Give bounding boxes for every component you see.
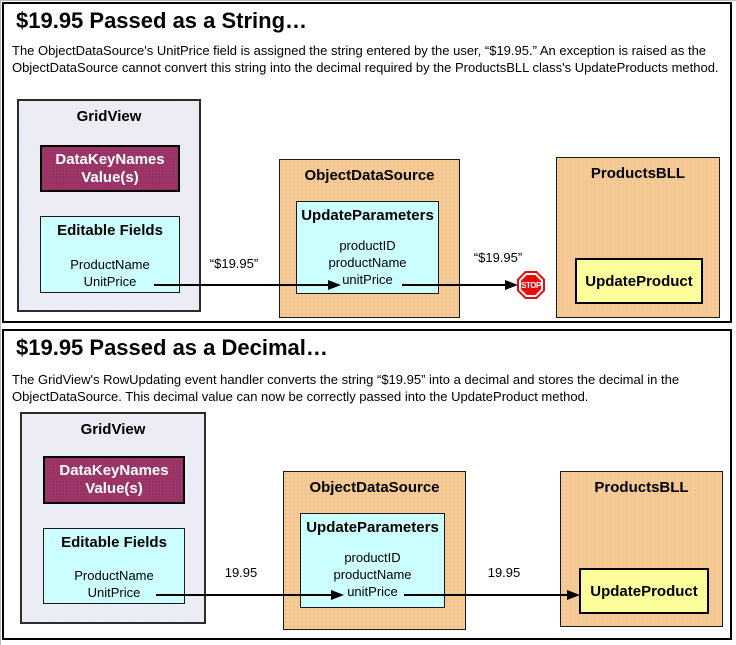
param-productname: productName <box>328 255 407 270</box>
datakeynames-line1: DataKeyNames <box>55 151 165 168</box>
param-productid: productID <box>344 550 401 565</box>
field-unitprice: UnitPrice <box>87 585 141 600</box>
datakeynames-box: DataKeyNames Value(s) <box>43 456 185 504</box>
objectdatasource-title: ObjectDataSource <box>309 479 440 496</box>
arrow-value-label: “$19.95” <box>473 250 523 265</box>
objectdatasource-box: ObjectDataSource UpdateParameters produc… <box>283 471 466 630</box>
editable-fields-title: Editable Fields <box>61 534 167 551</box>
productsbll-box: ProductsBLL UpdateProduct <box>556 157 720 318</box>
arrowhead-icon <box>567 590 580 600</box>
updateproduct-box: UpdateProduct <box>575 258 703 304</box>
updateparameters-box: UpdateParameters productID productName u… <box>300 513 445 608</box>
updateproduct-label: UpdateProduct <box>585 272 693 290</box>
panel-description: The GridView's RowUpdating event handler… <box>12 372 680 404</box>
productsbll-box: ProductsBLL UpdateProduct <box>560 471 723 627</box>
field-unitprice: UnitPrice <box>83 274 137 289</box>
editable-fields-box: Editable Fields ProductName UnitPrice <box>43 528 185 604</box>
productsbll-title: ProductsBLL <box>594 479 689 496</box>
datakeynames-line2: Value(s) <box>85 480 143 497</box>
field-productname: ProductName <box>70 257 150 272</box>
param-unitprice: unitPrice <box>342 272 393 287</box>
datakeynames-line1: DataKeyNames <box>59 462 169 479</box>
arrow-line <box>156 594 331 596</box>
arrowhead-icon <box>328 280 341 290</box>
gridview-box: GridView DataKeyNames Value(s) Editable … <box>20 412 206 624</box>
arrow-value-label: 19.95 <box>487 565 521 580</box>
arrowhead-icon <box>505 280 518 290</box>
param-unitprice: unitPrice <box>347 584 398 599</box>
datakeynames-line2: Value(s) <box>81 169 139 186</box>
arrow-value-label: “$19.95” <box>209 256 259 271</box>
updateparameters-box: UpdateParameters productID productName u… <box>296 201 439 294</box>
datakeynames-box: DataKeyNames Value(s) <box>40 145 180 192</box>
panel-heading: $19.95 Passed as a Decimal… <box>16 335 328 360</box>
arrow-line <box>154 284 328 286</box>
objectdatasource-title: ObjectDataSource <box>304 167 435 184</box>
panel-heading: $19.95 Passed as a String… <box>16 8 308 33</box>
panel-passed-as-string: $19.95 Passed as a String… The ObjectDat… <box>2 2 732 323</box>
editable-fields-title: Editable Fields <box>57 222 163 239</box>
productsbll-title: ProductsBLL <box>590 165 686 182</box>
updateproduct-label: UpdateProduct <box>590 582 698 600</box>
arrow-value-label: 19.95 <box>224 565 258 580</box>
arrowhead-icon <box>331 590 344 600</box>
editable-fields-box: Editable Fields ProductName UnitPrice <box>40 216 180 293</box>
arrow-line <box>404 594 567 596</box>
stop-icon: STOP <box>517 271 545 299</box>
param-productid: productID <box>339 238 396 253</box>
panel-passed-as-decimal: $19.95 Passed as a Decimal… The GridView… <box>2 329 732 640</box>
panel-description: The ObjectDataSource's UnitPrice field i… <box>12 43 719 75</box>
param-productname: productName <box>333 567 412 582</box>
gridview-box: GridView DataKeyNames Value(s) Editable … <box>17 99 201 312</box>
field-productname: ProductName <box>74 568 154 583</box>
gridview-title: GridView <box>80 421 146 438</box>
objectdatasource-box: ObjectDataSource UpdateParameters produc… <box>279 159 460 318</box>
updateproduct-box: UpdateProduct <box>579 568 709 614</box>
updateparameters-title: UpdateParameters <box>301 207 434 224</box>
gridview-title: GridView <box>76 108 142 125</box>
arrow-line <box>402 284 505 286</box>
updateparameters-title: UpdateParameters <box>306 519 439 536</box>
